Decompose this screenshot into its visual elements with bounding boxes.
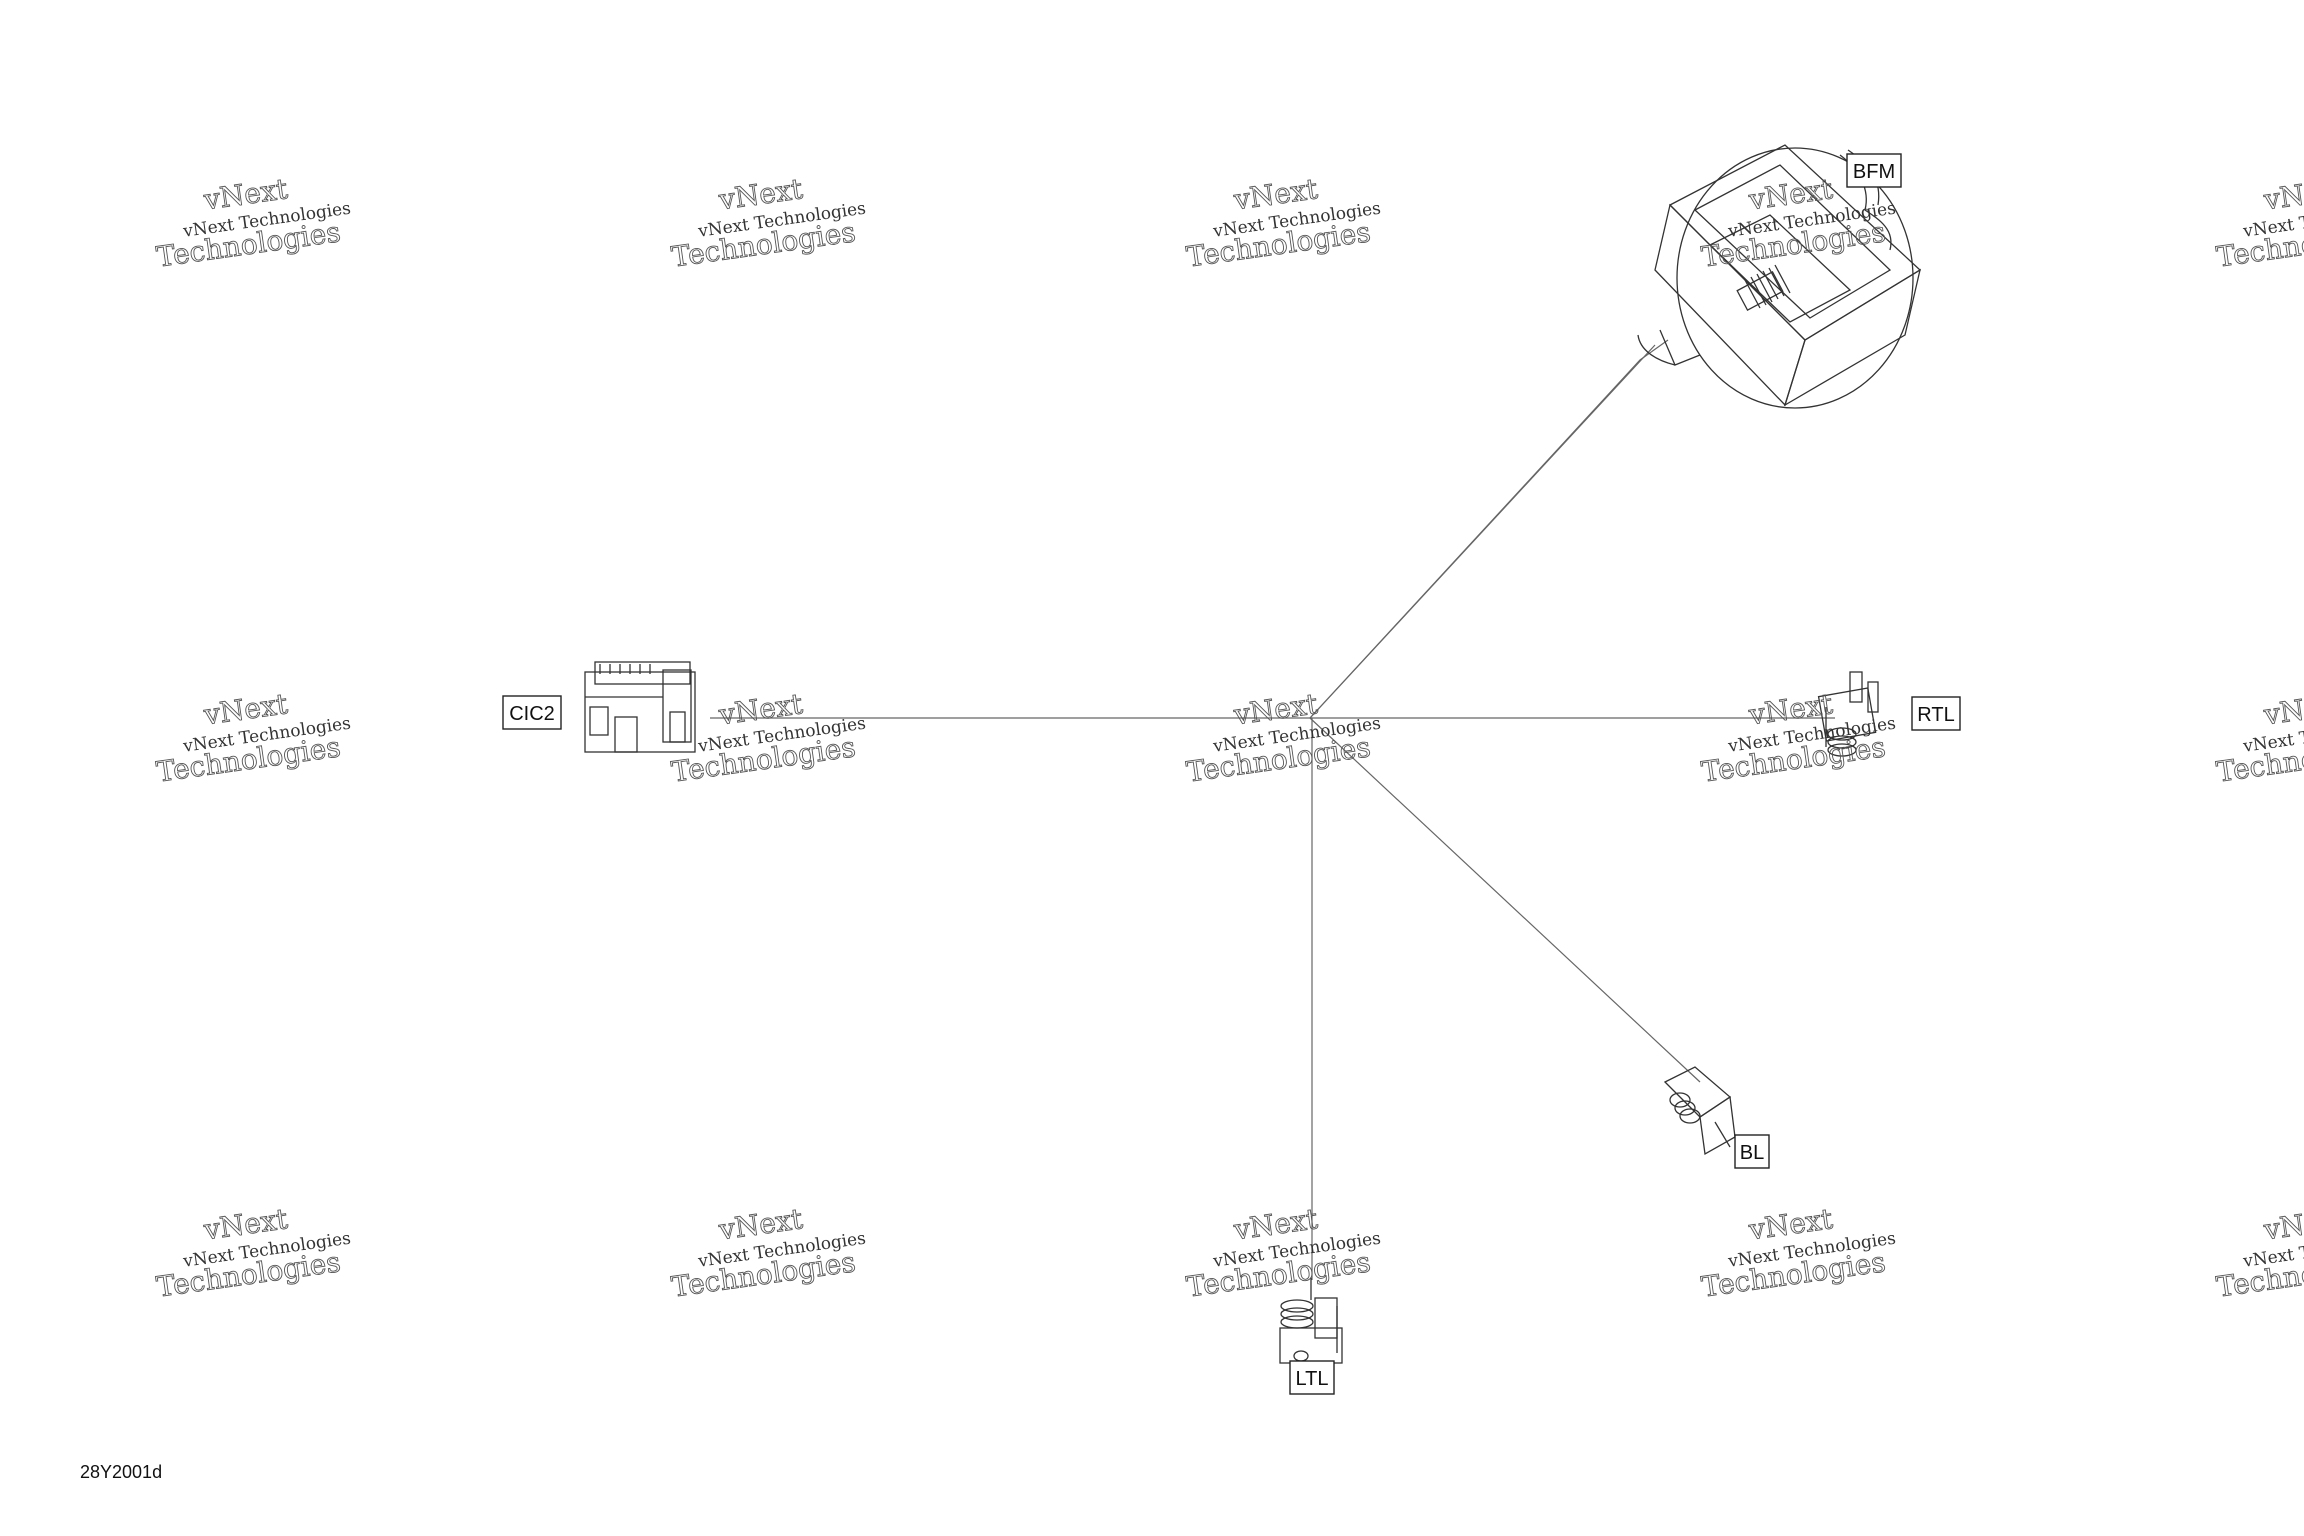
wire-to-bfm-secondary — [1309, 344, 1656, 719]
callout-cic2-label: CIC2 — [509, 703, 555, 725]
rtl-connector — [1817, 671, 1879, 757]
callout-bl-label: BL — [1740, 1142, 1764, 1164]
watermark-line1: vNext — [2261, 687, 2304, 732]
callout-ltl: LTL — [1289, 1360, 1335, 1395]
cic2-connector — [584, 661, 696, 753]
harness-wires — [710, 339, 1835, 1280]
callout-rtl-label: RTL — [1917, 704, 1954, 726]
callout-bl: BL — [1734, 1134, 1770, 1169]
barcode — [1744, 264, 1791, 309]
callout-rtl: RTL — [1911, 696, 1961, 731]
wire-to-bl — [1309, 717, 1701, 1083]
callout-ltl-label: LTL — [1296, 1368, 1329, 1390]
callout-bfm-label: BFM — [1853, 161, 1895, 183]
callout-cic2: CIC2 — [502, 695, 562, 730]
wire-to-bfm — [1309, 339, 1669, 719]
bl-connector — [1663, 1066, 1736, 1156]
watermark-line1: vNext — [2261, 1202, 2304, 1247]
watermark-line1: vNext — [2261, 172, 2304, 217]
drawing-number: 28Y2001d — [80, 1462, 163, 1482]
ltl-connector — [1279, 1278, 1343, 1364]
callout-bfm: BFM — [1846, 153, 1902, 188]
bfm-module — [1637, 144, 1922, 409]
